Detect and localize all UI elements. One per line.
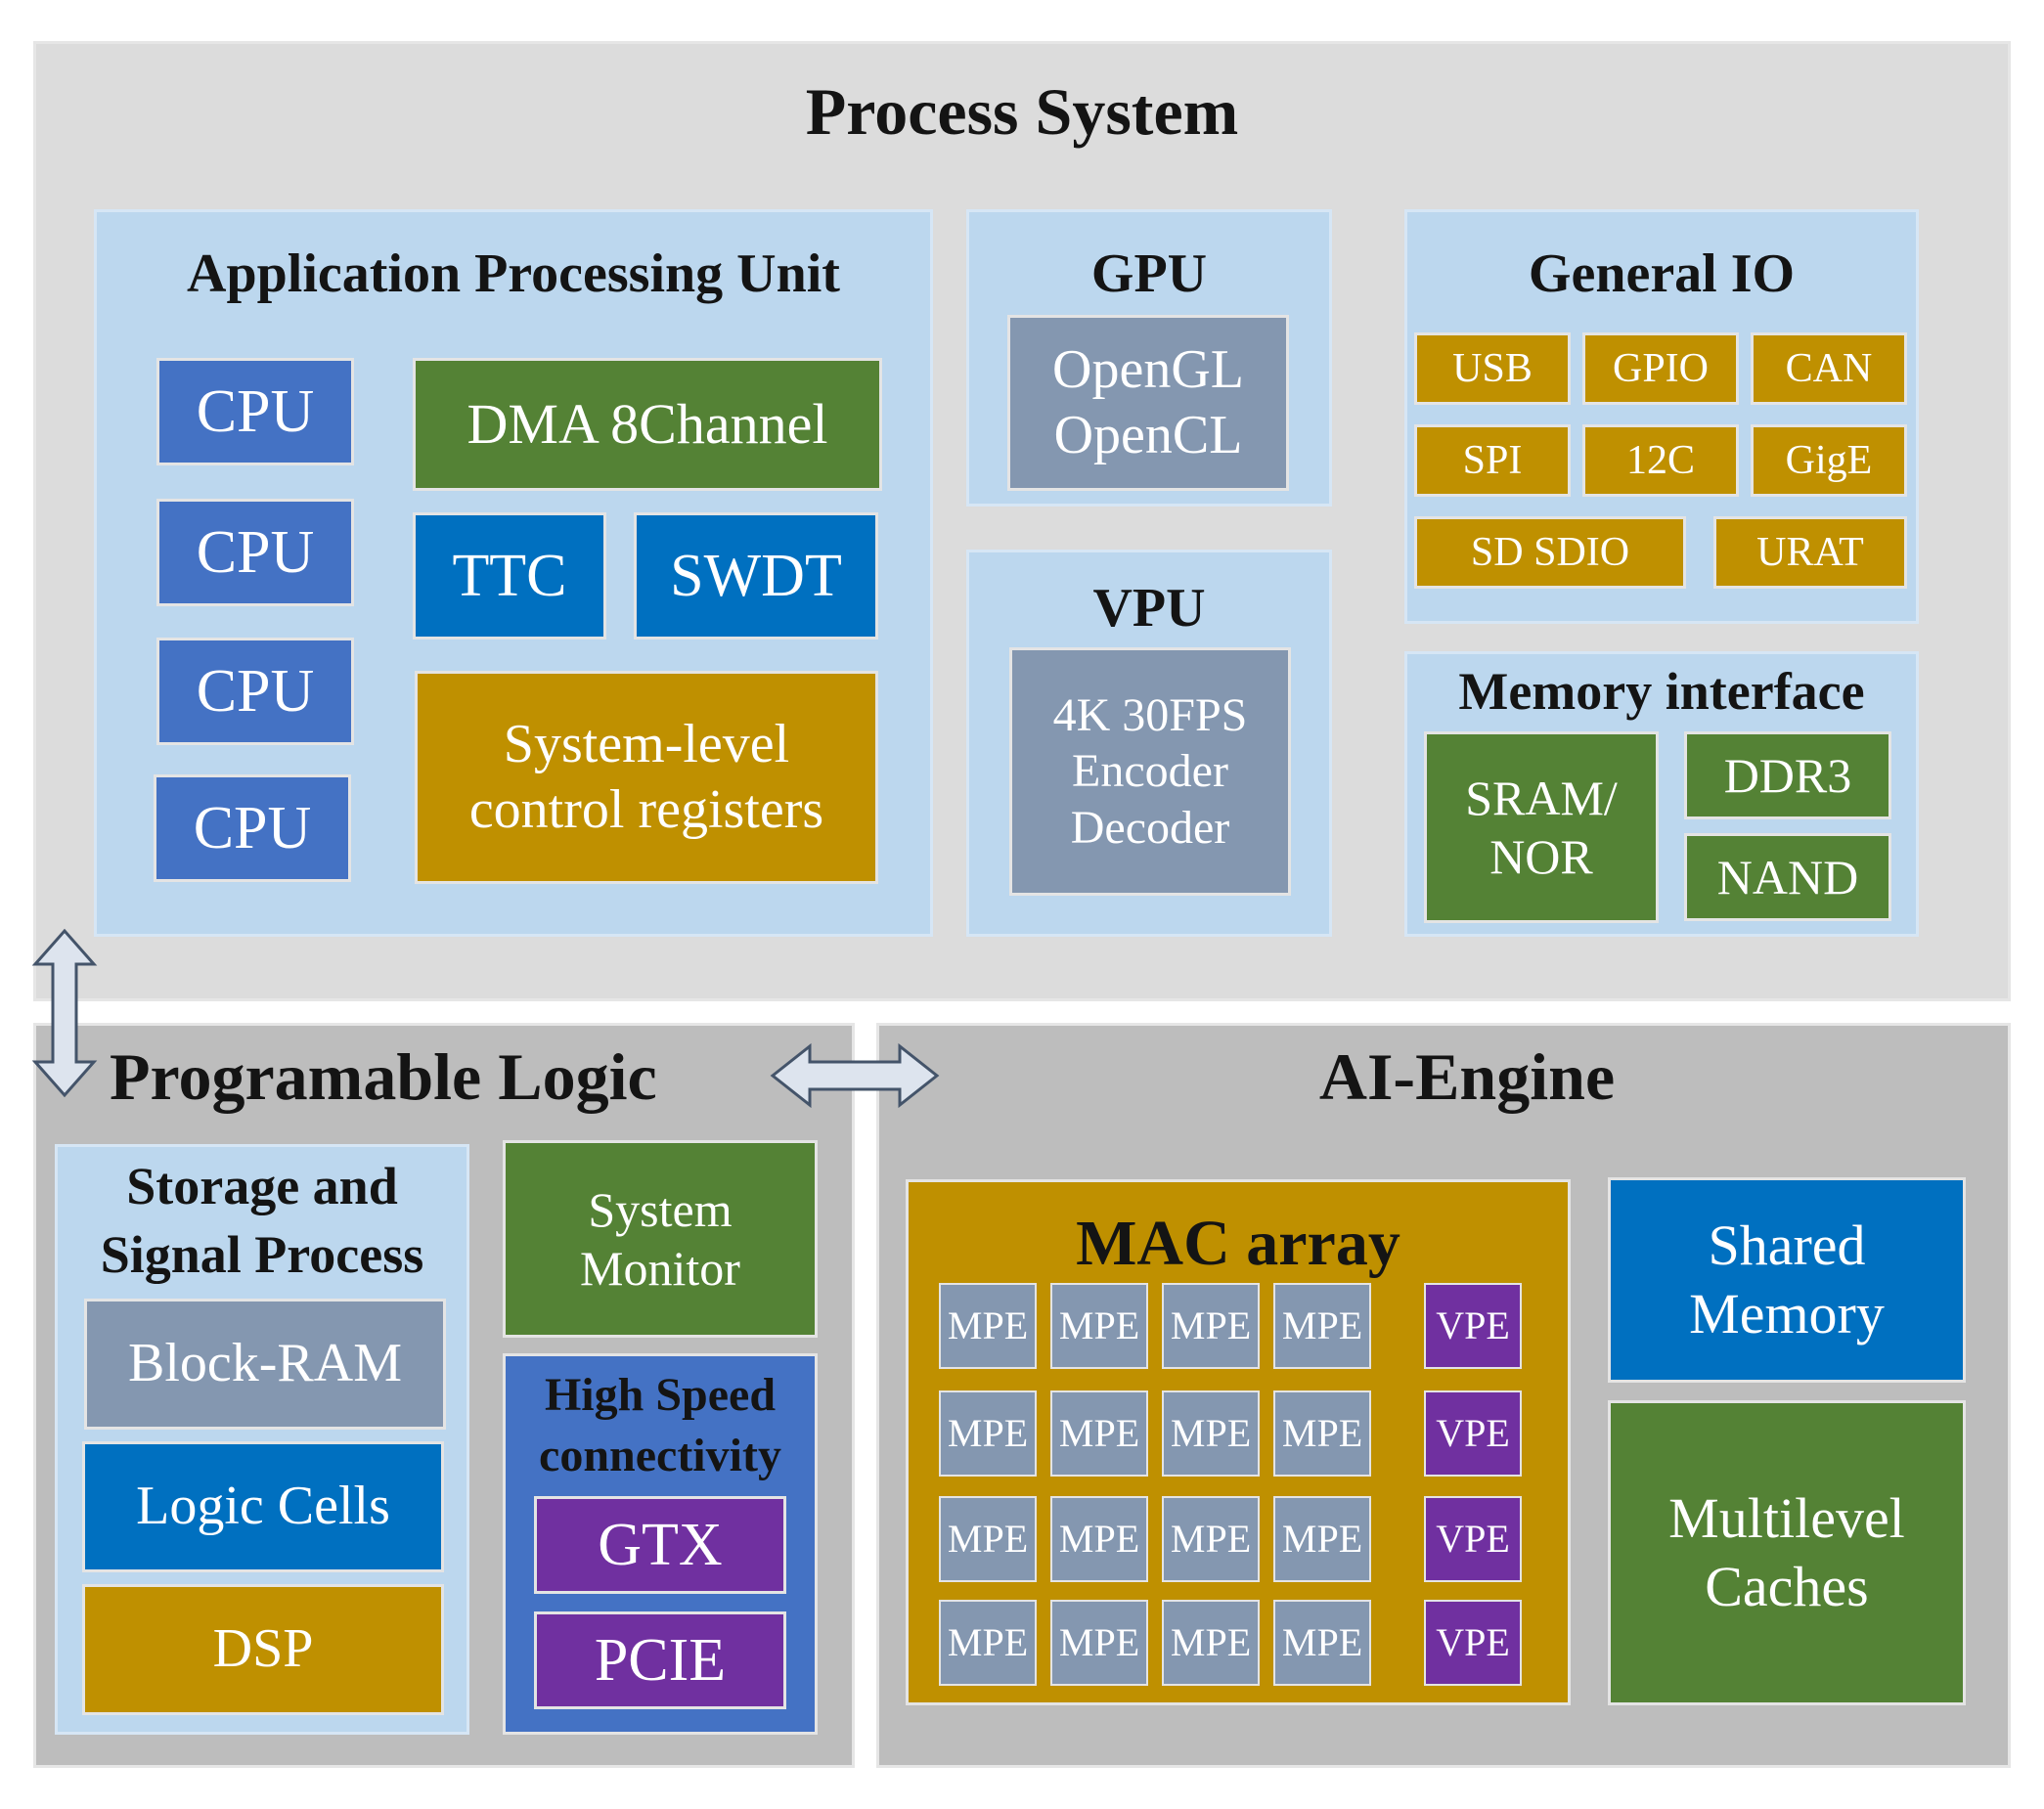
shared-memory-box: Shared Memory — [1608, 1177, 1966, 1383]
cpu-box: CPU — [156, 499, 354, 606]
gtx-box: GTX — [534, 1496, 786, 1594]
gpu-api-box: OpenGL OpenCL — [1007, 315, 1289, 491]
vpu-codec-box: 4K 30FPS Encoder Decoder — [1009, 647, 1291, 896]
logic-cells-box: Logic Cells — [82, 1441, 444, 1572]
storage-signal-title: Storage and Signal Process — [100, 1157, 424, 1285]
mpe-cell: MPE — [1162, 1390, 1260, 1477]
mpe-cell: MPE — [1273, 1283, 1371, 1369]
vpe-cell: VPE — [1424, 1283, 1522, 1369]
mpe-cell: MPE — [1162, 1496, 1260, 1582]
mpe-cell: MPE — [1050, 1283, 1148, 1369]
mpe-cell: MPE — [1050, 1496, 1148, 1582]
mpe-cell: MPE — [1273, 1600, 1371, 1686]
gige-box: GigE — [1751, 424, 1907, 497]
block-ram-box: Block-RAM — [84, 1299, 446, 1430]
gpu-title: GPU — [1090, 243, 1208, 304]
cpu-box: CPU — [156, 358, 354, 465]
vpu-title: VPU — [1092, 578, 1206, 639]
mpe-cell: MPE — [939, 1600, 1037, 1686]
process-system-title: Process System — [805, 74, 1239, 149]
mpe-cell: MPE — [1050, 1600, 1148, 1686]
mpe-cell: MPE — [1162, 1600, 1260, 1686]
mpe-cell: MPE — [1162, 1283, 1260, 1369]
cpu-box: CPU — [154, 774, 351, 882]
pcie-box: PCIE — [534, 1611, 786, 1709]
programmable-logic-title: Programable Logic — [110, 1039, 657, 1114]
nand-box: NAND — [1684, 833, 1891, 921]
memory-interface-title: Memory interface — [1458, 662, 1865, 721]
dsp-box: DSP — [82, 1584, 444, 1715]
mpe-cell: MPE — [1050, 1390, 1148, 1477]
mpe-cell: MPE — [939, 1390, 1037, 1477]
mpe-cell: MPE — [939, 1496, 1037, 1582]
registers-box: System-level control registers — [415, 671, 878, 884]
usb-box: USB — [1414, 332, 1571, 405]
high-speed-title: High Speed connectivity — [539, 1369, 781, 1482]
gpio-box: GPIO — [1582, 332, 1739, 405]
swdt-box: SWDT — [634, 512, 878, 640]
mac-array-title: MAC array — [1076, 1208, 1400, 1279]
general-io-title: General IO — [1528, 243, 1796, 304]
i2c-box: 12C — [1582, 424, 1739, 497]
apu-title: Application Processing Unit — [187, 243, 840, 304]
ddr3-box: DDR3 — [1684, 731, 1891, 819]
system-monitor-box: System Monitor — [503, 1140, 818, 1338]
horizontal-double-arrow — [770, 1042, 940, 1109]
vpe-cell: VPE — [1424, 1390, 1522, 1477]
mpe-cell: MPE — [939, 1283, 1037, 1369]
ai-engine-title: AI-Engine — [1318, 1039, 1616, 1114]
ttc-box: TTC — [413, 512, 606, 640]
vertical-double-arrow — [31, 928, 98, 1098]
sd-sdio-box: SD SDIO — [1414, 516, 1686, 589]
mpe-cell: MPE — [1273, 1496, 1371, 1582]
spi-box: SPI — [1414, 424, 1571, 497]
mpe-cell: MPE — [1273, 1390, 1371, 1477]
sram-nor-box: SRAM/ NOR — [1424, 731, 1659, 923]
vpe-cell: VPE — [1424, 1600, 1522, 1686]
urat-box: URAT — [1713, 516, 1907, 589]
dma-box: DMA 8Channel — [413, 358, 882, 491]
cpu-box: CPU — [156, 638, 354, 745]
multilevel-caches-box: Multilevel Caches — [1608, 1400, 1966, 1705]
can-box: CAN — [1751, 332, 1907, 405]
vpe-cell: VPE — [1424, 1496, 1522, 1582]
